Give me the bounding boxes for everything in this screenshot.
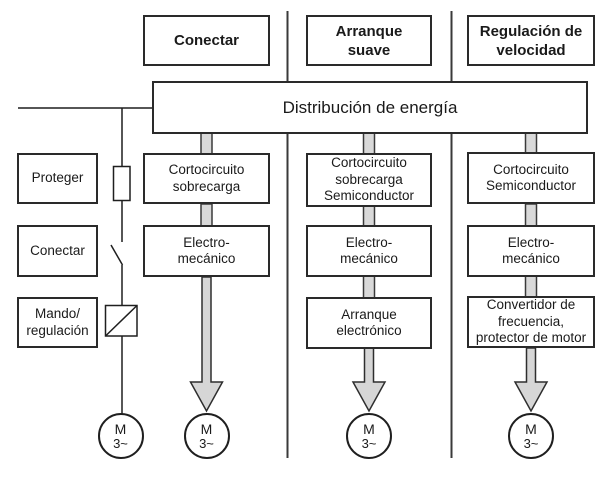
motor-letter: M <box>525 420 537 437</box>
motor-letter: M <box>363 420 375 437</box>
box-electromecanico: Electro- mecánico <box>143 225 270 277</box>
motor-letter: M <box>114 420 127 437</box>
motor-phases: 3~ <box>113 435 128 451</box>
column-title-regulacion-velocidad: Regulación de velocidad <box>467 15 595 66</box>
motor-phases: 3~ <box>199 435 214 451</box>
left-label-proteger: Proteger <box>17 153 98 204</box>
fuse-icon <box>112 165 131 202</box>
box-cortocircuito-sobrecarga: Cortocircuito sobrecarga <box>143 153 270 204</box>
box-electromecanico: Electro- mecánico <box>467 225 595 277</box>
motor-phases: 3~ <box>361 435 377 451</box>
motor-symbol: M 3~ <box>346 413 392 459</box>
box-arranque-electronico: Arranque electrónico <box>306 297 432 349</box>
arrow-down-icon <box>351 347 387 413</box>
left-label-conectar: Conectar <box>17 225 98 277</box>
arrow-down-icon <box>189 276 224 413</box>
switch-icon <box>110 244 124 305</box>
box-cortocircuito-sobrecarga-semiconductor: Cortocircuito sobrecarga Semiconductor <box>306 153 432 207</box>
motor-phases: 3~ <box>523 435 539 451</box>
contactor-icon <box>104 304 138 414</box>
motor-symbol: M 3~ <box>508 413 554 459</box>
motor-letter: M <box>200 420 213 437</box>
left-label-mando-regulacion: Mando/ regulación <box>17 297 98 348</box>
box-convertidor-frecuencia: Convertidor de frecuencia, protector de … <box>467 296 595 348</box>
column-title-conectar: Conectar <box>143 15 270 66</box>
motor-symbol: M 3~ <box>183 413 230 459</box>
motor-symbol: M 3~ <box>97 413 144 459</box>
column-title-arranque-suave: Arranque suave <box>306 15 432 66</box>
box-electromecanico: Electro- mecánico <box>306 225 432 277</box>
energy-distribution-bar: Distribución de energía <box>152 81 588 134</box>
arrow-down-icon <box>513 347 549 413</box>
bus-connectors <box>200 132 538 299</box>
box-cortocircuito-semiconductor: Cortocircuito Semiconductor <box>467 152 595 204</box>
flow-arrow-icons <box>189 276 549 413</box>
